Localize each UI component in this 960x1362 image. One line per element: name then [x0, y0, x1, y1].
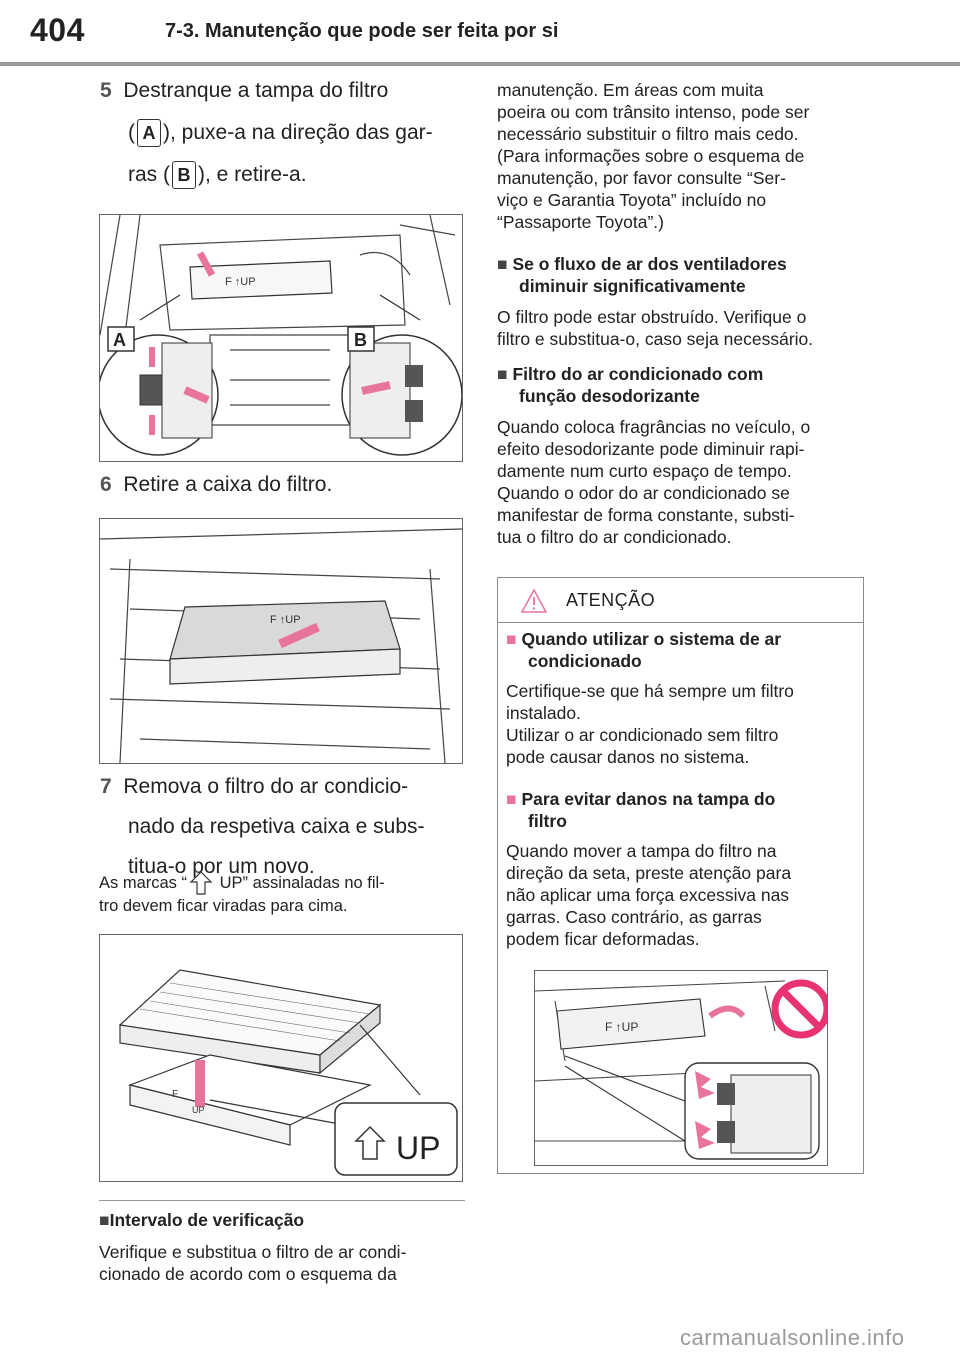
step-5-number: 5	[100, 79, 112, 102]
cont-line: manutenção, por favor consulte “Ser-	[497, 168, 786, 188]
step-6-text: Retire a caixa do filtro.	[123, 473, 333, 496]
deodorizing-heading: ■ Filtro do ar condicionado com função d…	[497, 363, 867, 407]
warning-figure: F ↑UP	[534, 970, 831, 1166]
figure-3-up-label: UP	[396, 1130, 440, 1166]
cont-line: (Para informações sobre o esquema de	[497, 146, 805, 166]
section-title: 7-3. Manutenção que pode ser feita por s…	[165, 20, 559, 42]
deodorizing-line: efeito desodorizante pode diminuir rapi-	[497, 439, 805, 459]
step-7: 7 Remova o filtro do ar condicio- nado d…	[100, 768, 470, 886]
warning-box: ATENÇÃO ■ Quando utilizar o sistema de a…	[497, 577, 864, 1174]
airflow-heading-line2: diminuir significativamente	[519, 276, 746, 296]
cont-line: poeira ou com trânsito intenso, pode ser	[497, 102, 810, 122]
warning-s1-line: Utilizar o ar condicionado sem filtro	[506, 725, 779, 745]
warning-figure-illustration: F ↑UP	[534, 979, 831, 1160]
step-7-line1: Remova o filtro do ar condicio-	[123, 775, 409, 798]
figure-new-filter: F UP UP	[99, 934, 463, 1182]
figure-1-filter-label: F ↑UP	[225, 276, 256, 288]
warning-s1-line: Certifique-se que há sempre um filtro	[506, 681, 794, 701]
warning-title: ATENÇÃO	[566, 590, 656, 610]
warning-s1-heading: ■ Quando utilizar o sistema de ar condic…	[506, 628, 856, 672]
figure-1-callout-b: B	[354, 330, 367, 350]
cont-line: manutenção. Em áreas com muita	[497, 80, 764, 100]
marks-note-line1-pre: As marcas “	[99, 874, 188, 892]
warning-s1-text: Certifique-se que há sempre um filtro in…	[506, 680, 856, 768]
up-arrow-icon	[189, 871, 213, 895]
check-interval-heading: ■Intervalo de verificação	[99, 1210, 305, 1230]
warning-s2-line: direção da seta, preste atenção para	[506, 863, 792, 883]
cont-line: viço e Garantia Toyota” incluído no	[497, 190, 767, 210]
warning-s2-line: Quando mover a tampa do filtro na	[506, 841, 777, 861]
airflow-line: O filtro pode estar obstruído. Verifique…	[497, 307, 807, 327]
check-interval-text: Verifique e substitua o filtro de ar con…	[99, 1241, 469, 1285]
check-interval-line1: Verifique e substitua o filtro de ar con…	[99, 1242, 407, 1262]
warning-s2-line: garras. Caso contrário, as garras	[506, 907, 762, 927]
warning-s2-line: não aplicar uma força excessiva nas	[506, 885, 790, 905]
figure-filter-case: F ↑UP	[99, 518, 463, 764]
figure-3-illustration: F UP UP	[118, 969, 458, 1176]
step-5-line3-post: ), e retire-a.	[198, 163, 307, 186]
warning-figure-filter-label: F ↑UP	[605, 1020, 638, 1034]
figure-3-f-label: F	[172, 1089, 178, 1100]
airflow-text: O filtro pode estar obstruído. Verifique…	[497, 306, 867, 350]
figure-1-illustration: F ↑UP A B	[97, 214, 463, 456]
airflow-heading-line1: Se o fluxo de ar dos ventiladores	[512, 254, 787, 274]
deodorizing-text: Quando coloca fragrâncias no veículo, o …	[497, 416, 867, 548]
deodorizing-line: tua o filtro do ar condicionado.	[497, 527, 732, 547]
deodorizing-line: damente num curto espaço de tempo.	[497, 461, 792, 481]
callout-a-key: A	[137, 119, 161, 148]
warning-header: ATENÇÃO	[498, 578, 863, 623]
cont-line: necessário substituir o filtro mais cedo…	[497, 124, 799, 144]
step-7-line2: nado da respetiva caixa e subs-	[128, 815, 425, 838]
figure-2-illustration: F ↑UP	[99, 528, 463, 764]
warning-s2-heading: ■ Para evitar danos na tampa do filtro	[506, 788, 856, 832]
step-5-line1: Destranque a tampa do filtro	[123, 79, 389, 102]
airflow-heading: ■ Se o fluxo de ar dos ventiladores dimi…	[497, 253, 867, 297]
check-interval-heading-text: Intervalo de verificação	[109, 1210, 305, 1230]
watermark: carmanualsonline.info	[680, 1325, 905, 1350]
check-interval-continued: manutenção. Em áreas com muita poeira ou…	[497, 79, 867, 233]
deodorizing-line: Quando coloca fragrâncias no veículo, o	[497, 417, 811, 437]
airflow-line: filtro e substitua-o, caso seja necessár…	[497, 329, 814, 349]
warning-s1-heading-line1: Quando utilizar o sistema de ar	[521, 629, 782, 649]
warning-s1-line: pode causar danos no sistema.	[506, 747, 750, 767]
step-7-line3: titua-o por um novo.	[128, 855, 315, 878]
step-6: 6 Retire a caixa do filtro.	[100, 466, 470, 504]
deodorizing-heading-line2: função desodorizante	[519, 386, 700, 406]
warning-s2-heading-line2: filtro	[528, 811, 567, 831]
cont-line: “Passaporte Toyota”.)	[497, 212, 664, 232]
warning-s1-line: instalado.	[506, 703, 581, 723]
deodorizing-heading-line1: Filtro do ar condicionado com	[512, 364, 764, 384]
callout-b-key: B	[172, 161, 196, 190]
warning-s2-text: Quando mover a tampa do filtro na direçã…	[506, 840, 856, 950]
header-rule	[0, 62, 960, 66]
step-5-line2-post: ), puxe-a na direção das gar-	[163, 121, 433, 144]
page-number: 404	[30, 12, 85, 48]
figure-1-callout-a: A	[113, 330, 126, 350]
step-5-line2-pre: (	[128, 121, 135, 144]
warning-s1-heading-line2: condicionado	[528, 651, 642, 671]
deodorizing-line: Quando o odor do ar condicionado se	[497, 483, 790, 503]
figure-3-small-up: UP	[192, 1105, 205, 1115]
section-divider	[99, 1200, 465, 1201]
marks-note-line1-post: UP” assinaladas no fil-	[215, 874, 385, 892]
warning-s2-heading-line1: Para evitar danos na tampa do	[521, 789, 776, 809]
deodorizing-line: manifestar de forma constante, substi-	[497, 505, 795, 525]
step-5-line3-pre: ras (	[128, 163, 170, 186]
figure-2-filter-label: F ↑UP	[270, 614, 301, 626]
warning-triangle-icon	[520, 588, 548, 613]
step-7-number: 7	[100, 775, 112, 798]
marks-note-line2: tro devem ficar viradas para cima.	[99, 897, 348, 915]
warning-s2-line: podem ficar deformadas.	[506, 929, 700, 949]
step-5: 5 Destranque a tampa do filtro (A), puxe…	[100, 72, 470, 194]
step-6-number: 6	[100, 473, 112, 496]
marks-note: As marcas “ UP” assinaladas no fil- tro …	[99, 870, 469, 916]
check-interval-line2: cionado de acordo com o esquema da	[99, 1264, 397, 1284]
figure-filter-cover-release: F ↑UP A B	[97, 214, 463, 462]
